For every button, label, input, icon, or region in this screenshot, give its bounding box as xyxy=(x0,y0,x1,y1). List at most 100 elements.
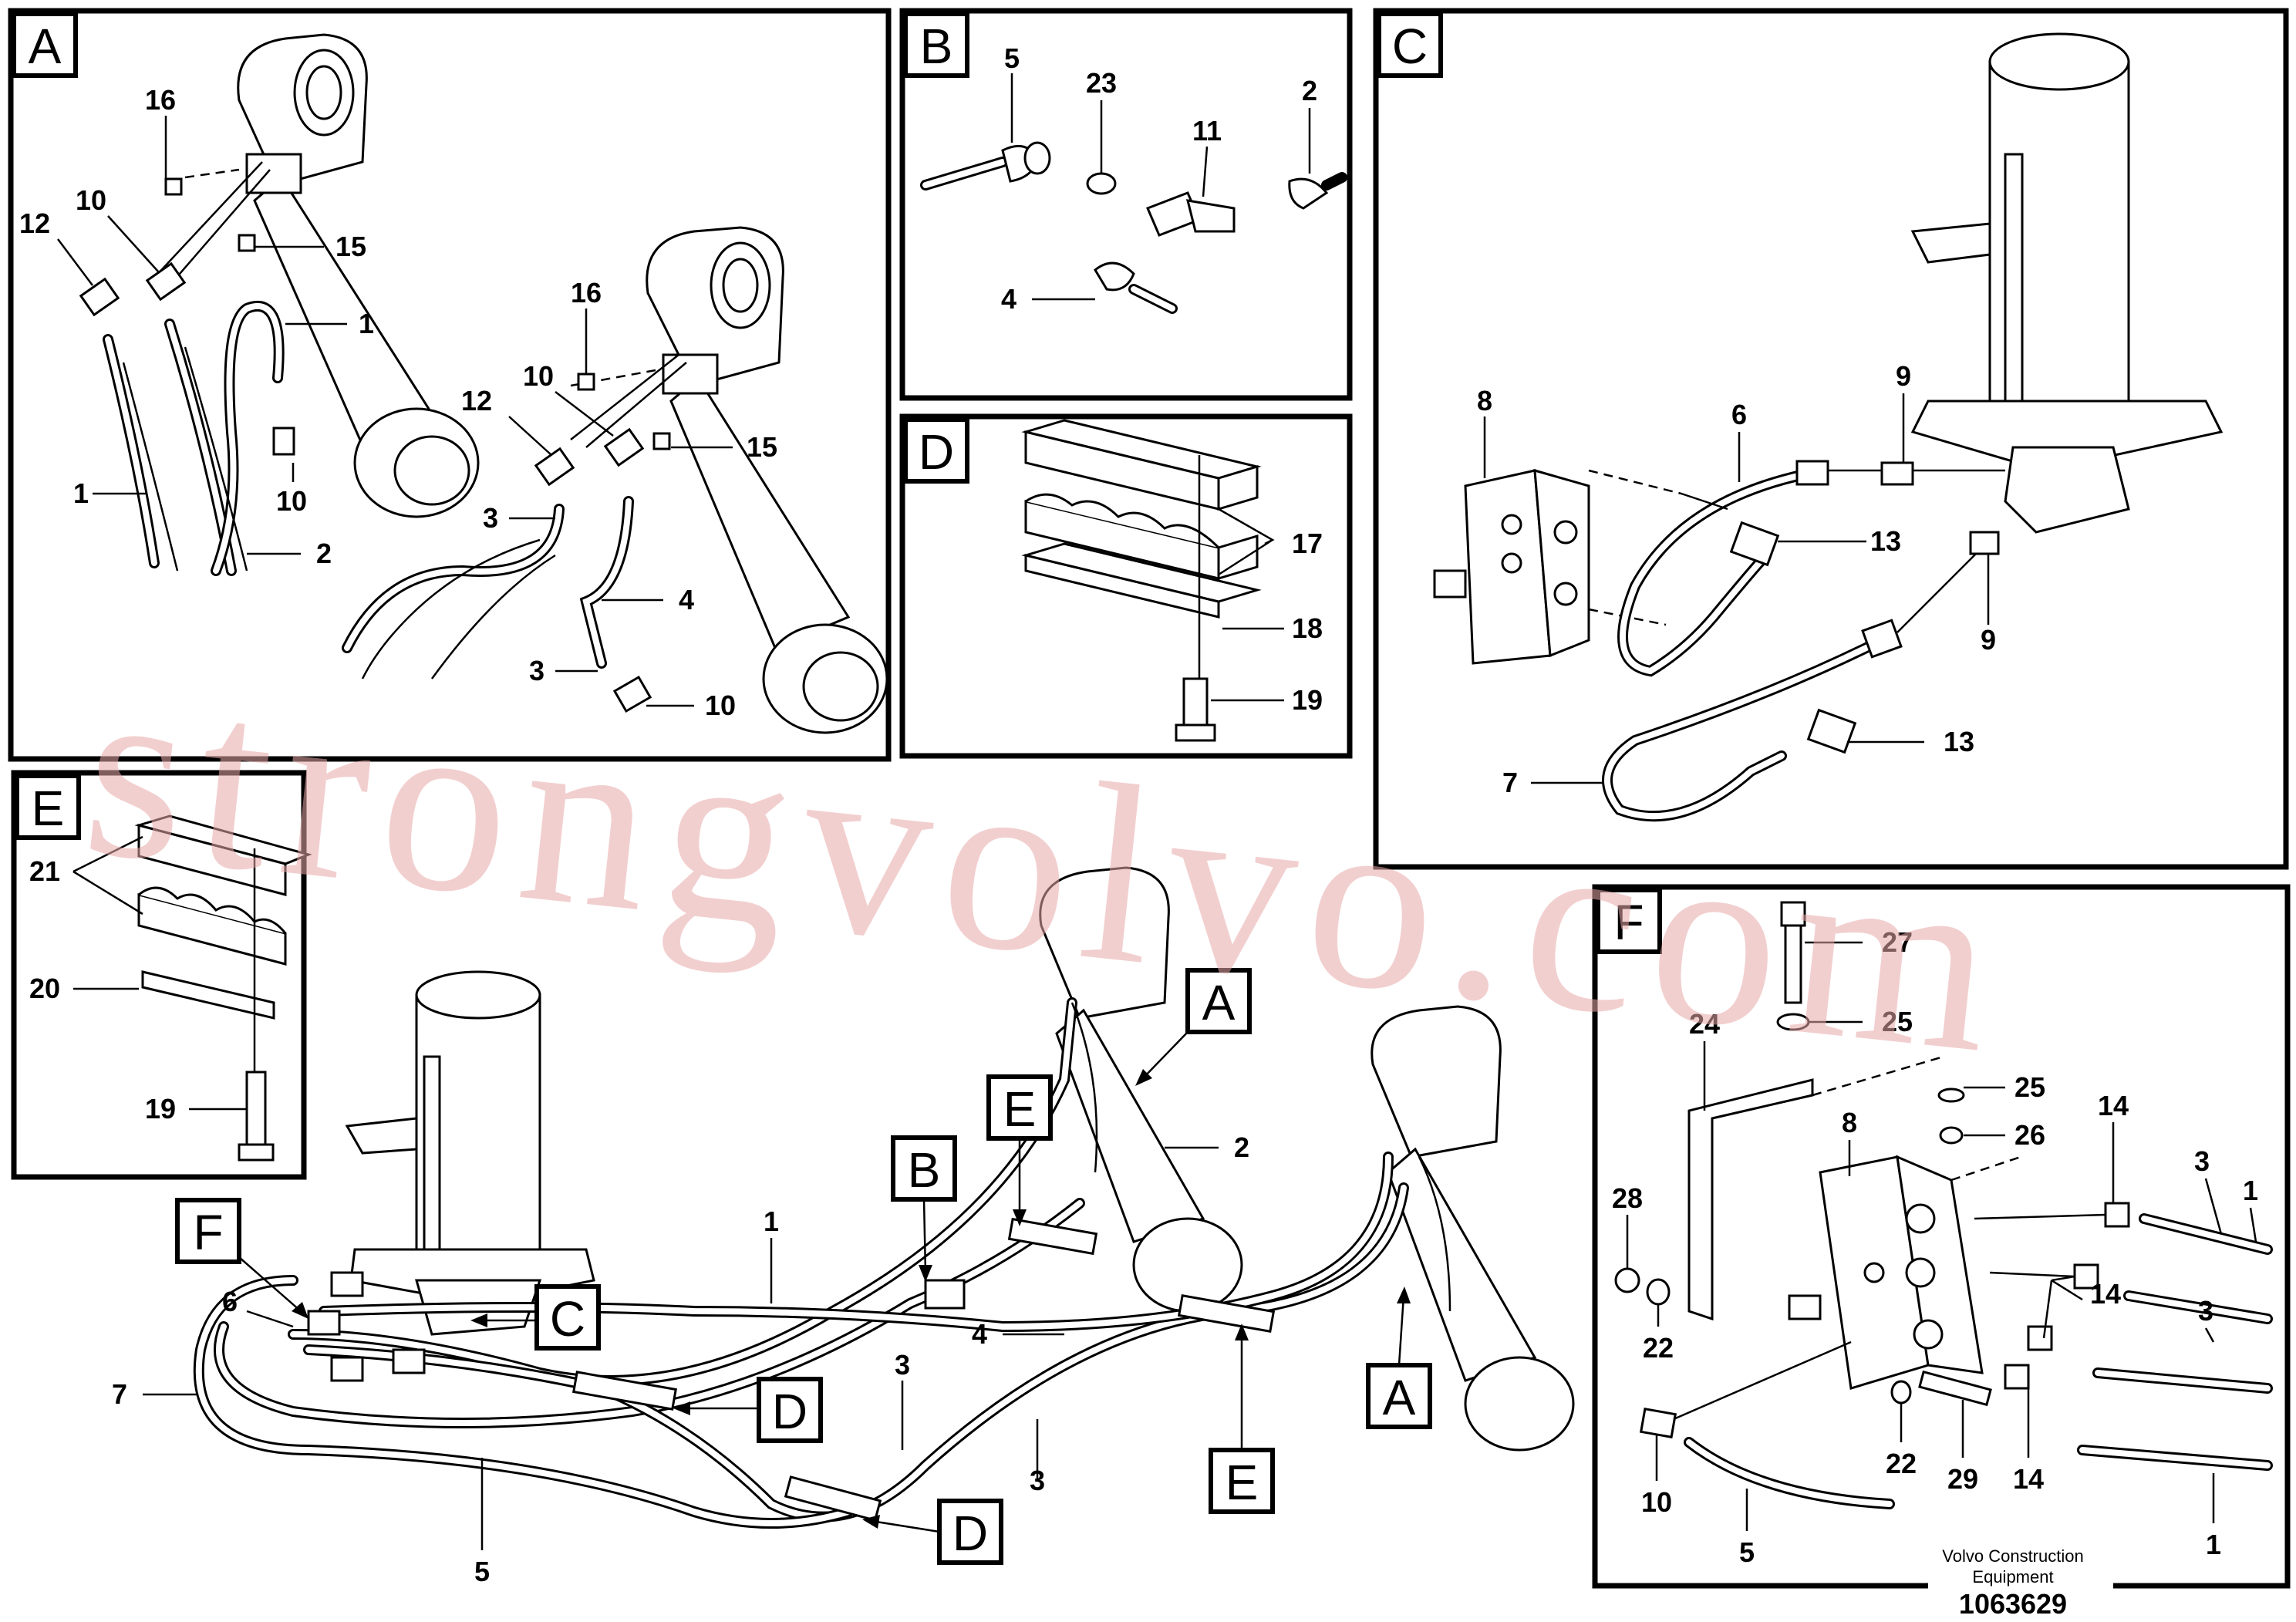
label-main-2: 2 xyxy=(1234,1131,1249,1163)
callout-main-e-lower: E xyxy=(1209,1324,1275,1514)
svg-text:C: C xyxy=(550,1291,585,1347)
label-a-16-lower: 16 xyxy=(571,277,602,309)
label-c-13-lower: 13 xyxy=(1944,726,1974,757)
label-a-1-left: 1 xyxy=(73,477,89,509)
label-c-6: 6 xyxy=(1731,399,1747,430)
label-f-29: 29 xyxy=(1947,1463,1978,1495)
label-f-10: 10 xyxy=(1641,1486,1672,1518)
panel-a-letter: A xyxy=(29,19,62,74)
label-a-3-lower: 3 xyxy=(529,655,544,686)
label-f-24: 24 xyxy=(1689,1008,1720,1040)
svg-text:F: F xyxy=(193,1205,223,1260)
label-e-21: 21 xyxy=(29,855,60,887)
panel-f-letter: F xyxy=(1613,895,1644,950)
label-d-19: 19 xyxy=(1292,684,1323,716)
panel-c-drawing: 8 6 9 13 9 13 7 xyxy=(1433,32,2224,822)
main-assembly: F C B E A D xyxy=(112,866,1575,1587)
label-a-10-upper: 10 xyxy=(76,184,106,216)
label-c-9-lower: 9 xyxy=(1981,624,1996,656)
boom-cylinder-upper xyxy=(237,33,480,518)
svg-text:A: A xyxy=(1202,975,1236,1030)
panel-a: A xyxy=(8,8,892,762)
label-f-26: 26 xyxy=(2014,1119,2045,1151)
label-main-3-lower: 3 xyxy=(1030,1465,1045,1496)
callout-main-a-upper: A xyxy=(1135,968,1252,1086)
label-f-22-right: 22 xyxy=(1886,1448,1917,1479)
svg-text:A: A xyxy=(1383,1370,1416,1425)
callout-main-f: F xyxy=(175,1198,308,1319)
label-a-3-upper: 3 xyxy=(483,502,498,534)
label-c-8: 8 xyxy=(1477,385,1492,416)
label-f-28: 28 xyxy=(1612,1182,1643,1214)
boom-cylinder-lower xyxy=(646,226,888,734)
svg-text:D: D xyxy=(772,1384,807,1439)
footer-maker-line1: Volvo Construction xyxy=(1942,1546,2083,1566)
panel-b-letter: B xyxy=(920,19,953,74)
panel-d-drawing: 17 18 19 xyxy=(1021,419,1323,742)
label-a-10-bottom: 10 xyxy=(705,690,736,721)
panel-c-letter: C xyxy=(1392,19,1428,74)
callout-main-a-lower: A xyxy=(1366,1286,1432,1429)
panel-b-drawing: 5 23 11 2 4 xyxy=(920,42,1347,315)
panel-f: F xyxy=(1592,884,2291,1589)
panel-b: B xyxy=(899,8,1353,401)
label-main-1: 1 xyxy=(764,1206,779,1237)
callout-main-e-upper: E xyxy=(986,1074,1053,1226)
svg-text:E: E xyxy=(1003,1081,1037,1137)
label-a-4: 4 xyxy=(679,584,694,615)
label-a-15-upper: 15 xyxy=(335,231,366,262)
panel-e-drawing: 21 20 19 xyxy=(29,814,312,1162)
panel-a-drawing: 16 12 10 15 1 10 1 2 16 12 10 15 3 4 3 1… xyxy=(19,33,888,734)
label-f-25-lower: 25 xyxy=(2014,1071,2045,1103)
label-main-3-upper: 3 xyxy=(895,1349,910,1381)
label-f-14-lower: 14 xyxy=(2013,1463,2044,1495)
callout-main-d-left: D xyxy=(673,1377,823,1443)
callout-main-c: C xyxy=(470,1284,601,1351)
label-main-5: 5 xyxy=(474,1556,490,1587)
panel-d: D xyxy=(899,413,1353,759)
panel-e: E xyxy=(11,770,307,1180)
label-c-9-upper: 9 xyxy=(1896,360,1911,392)
panel-d-letter: D xyxy=(919,424,954,480)
label-main-7: 7 xyxy=(112,1378,127,1410)
label-c-13-upper: 13 xyxy=(1870,525,1901,557)
label-b-4: 4 xyxy=(1001,283,1017,315)
label-f-3-mid: 3 xyxy=(2198,1295,2213,1327)
label-main-4: 4 xyxy=(972,1318,987,1350)
callout-main-b: B xyxy=(891,1135,957,1282)
label-a-10-lower: 10 xyxy=(523,360,554,392)
label-f-1-lower: 1 xyxy=(2206,1529,2221,1560)
label-a-12-lower: 12 xyxy=(461,385,492,416)
label-b-11: 11 xyxy=(1192,115,1222,147)
document-number: 1063629 xyxy=(1959,1588,2067,1620)
label-f-3-upper: 3 xyxy=(2194,1145,2210,1177)
label-a-1-upper: 1 xyxy=(359,308,374,339)
label-f-14-upper: 14 xyxy=(2098,1090,2129,1121)
label-f-8: 8 xyxy=(1842,1107,1857,1138)
label-a-16-upper: 16 xyxy=(145,84,176,116)
label-f-25-upper: 25 xyxy=(1882,1006,1913,1037)
label-d-17: 17 xyxy=(1292,528,1323,559)
label-d-18: 18 xyxy=(1292,612,1323,644)
label-a-10-mid: 10 xyxy=(276,485,307,517)
svg-text:B: B xyxy=(908,1142,941,1198)
label-f-27: 27 xyxy=(1882,926,1913,958)
label-b-5: 5 xyxy=(1004,42,1020,74)
watermark-text: strongvolvo.com xyxy=(73,626,2018,1107)
label-e-20: 20 xyxy=(29,973,60,1004)
label-main-6: 6 xyxy=(222,1286,238,1317)
label-a-2: 2 xyxy=(316,538,332,569)
label-b-23: 23 xyxy=(1086,67,1117,99)
label-a-15-lower: 15 xyxy=(747,431,777,463)
label-f-1-upper: 1 xyxy=(2243,1175,2258,1206)
label-f-5: 5 xyxy=(1739,1536,1755,1568)
svg-text:E: E xyxy=(1226,1455,1259,1510)
label-b-2: 2 xyxy=(1302,75,1317,106)
panel-c: C xyxy=(1373,8,2289,870)
panel-e-letter: E xyxy=(32,781,65,836)
footer-maker-line2: Equipment xyxy=(1972,1567,2053,1587)
label-f-22-left: 22 xyxy=(1643,1332,1674,1364)
label-e-19: 19 xyxy=(145,1093,176,1125)
callout-main-d-right: D xyxy=(862,1499,1003,1565)
